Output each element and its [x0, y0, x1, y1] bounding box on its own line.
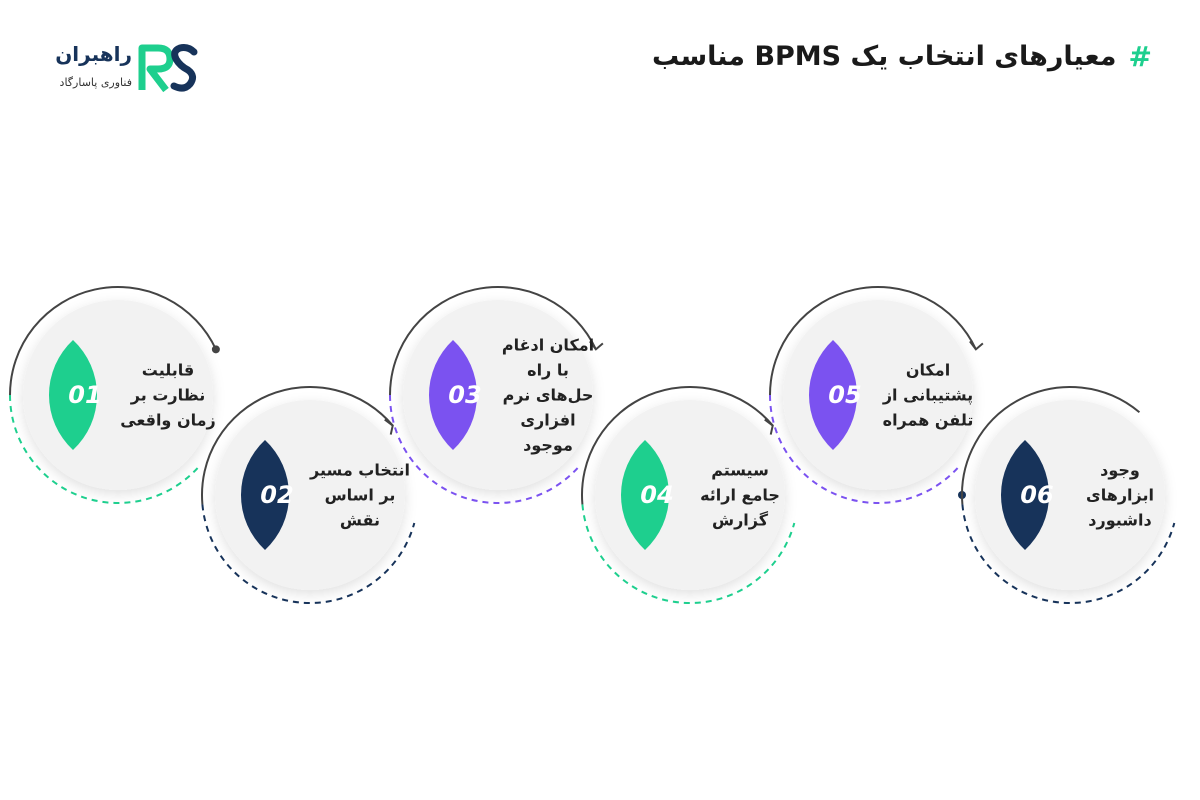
dashed-arc-03 — [389, 394, 582, 504]
step-number-06: 06 — [1020, 481, 1054, 509]
dashed-arc-04 — [581, 504, 796, 604]
step-number-04: 04 — [640, 481, 674, 509]
step-cap-06 — [1000, 440, 1050, 550]
arrow-arc-02 — [201, 386, 394, 505]
logo-mark-icon — [138, 44, 198, 93]
step-text-03: امکان ادغام با راه حل‌های نرم افزاری موج… — [501, 335, 595, 455]
step-number-01: 01 — [68, 381, 102, 409]
step-text-02: انتخاب مسیر بر اساس نقش — [310, 460, 410, 530]
dashed-arc-02 — [201, 504, 416, 604]
title-text: معیارهای انتخاب یک BPMS مناسب — [652, 41, 1117, 72]
arrow-arc-05 — [769, 286, 977, 396]
arc-end-dot — [211, 345, 220, 354]
arrow-head-03 — [589, 340, 604, 351]
arrow-arc-04 — [581, 386, 774, 505]
step-text-06: وجود ابزارهای داشبورد — [1086, 460, 1154, 530]
dashed-arc-06 — [961, 504, 1176, 604]
step-number-02: 02 — [260, 481, 294, 509]
dashed-arc-01 — [9, 394, 202, 504]
step-text-04: سیستم جامع ارائه گزارش — [700, 460, 780, 530]
arrow-head-05 — [969, 340, 984, 351]
arrow-head-02 — [384, 418, 394, 435]
step-text-01: قابلیت نظارت بر زمان واقعی — [120, 360, 216, 430]
page-title: # معیارهای انتخاب یک BPMS مناسب — [652, 40, 1152, 73]
step-cap-02 — [240, 440, 290, 550]
hash-icon: # — [1128, 40, 1152, 73]
step-cap-04 — [620, 440, 670, 550]
logo-brand: راهبران — [55, 42, 132, 66]
step-cap-05 — [808, 340, 858, 450]
step-cap-01 — [48, 340, 98, 450]
step-number-03: 03 — [448, 381, 482, 409]
logo: راهبران فناوری پاسارگاد — [40, 38, 200, 98]
step-text-05: امکان پشتیبانی از تلفن همراه — [882, 360, 974, 430]
logo-subtitle: فناوری پاسارگاد — [59, 76, 132, 89]
arrow-arc-03 — [389, 286, 597, 396]
arrow-arc-06 — [961, 386, 1141, 505]
step-cap-03 — [428, 340, 478, 450]
arrow-head-04 — [764, 418, 774, 435]
step-number-05: 05 — [828, 381, 862, 409]
dashed-arc-05 — [769, 394, 962, 504]
arrow-arc-01 — [9, 286, 217, 396]
